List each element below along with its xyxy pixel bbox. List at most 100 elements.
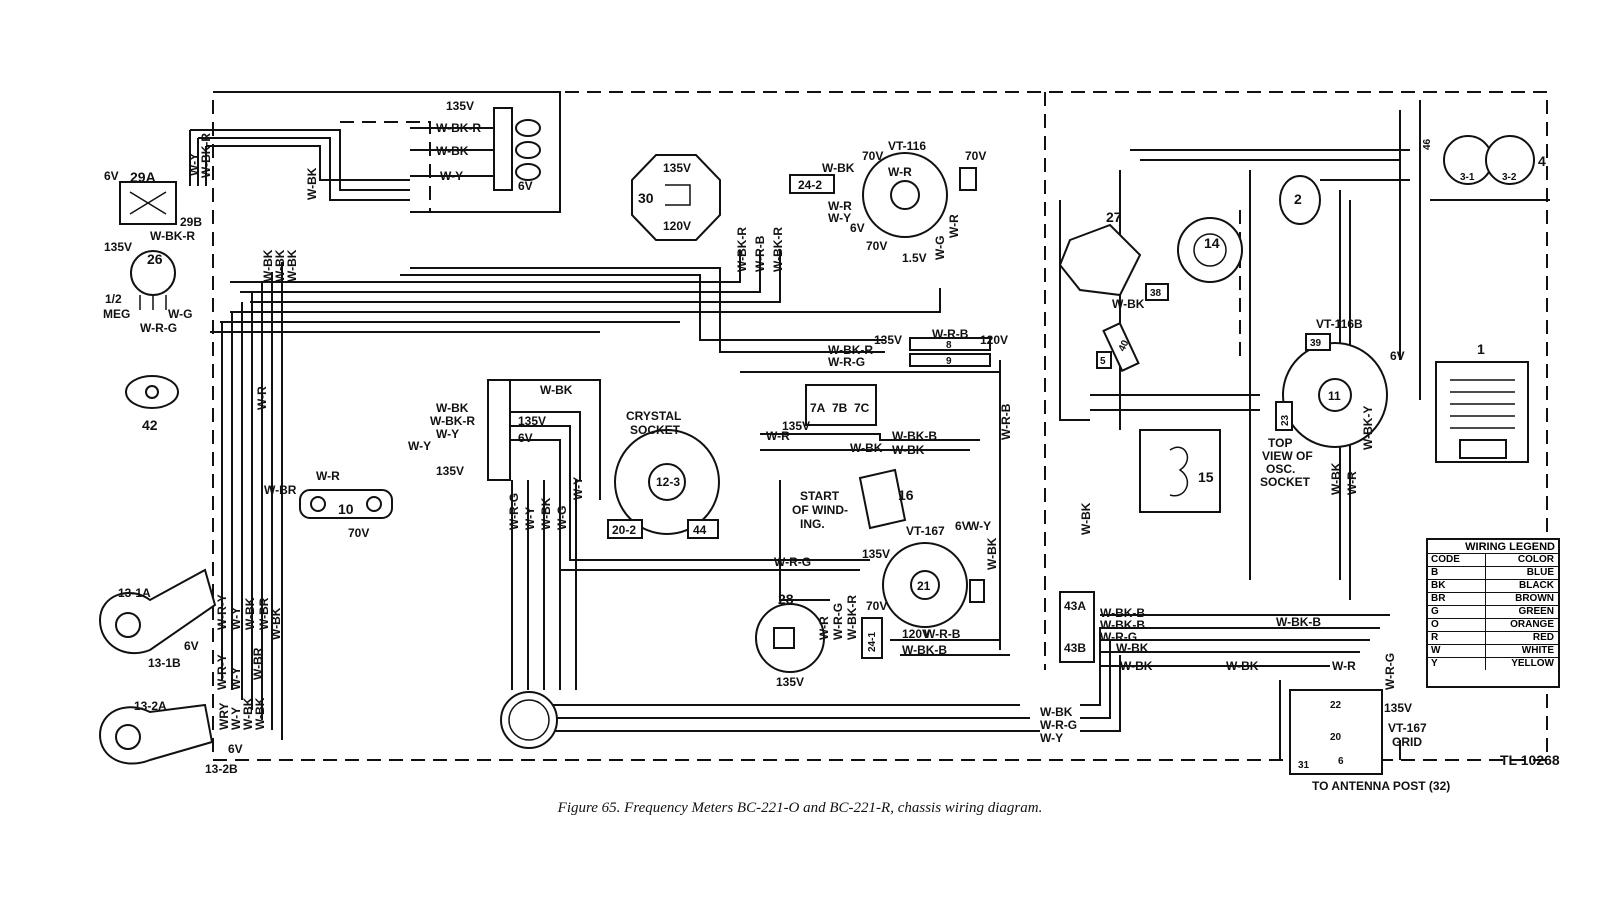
legend-color: RED — [1532, 632, 1554, 643]
component-2: 2 — [1279, 175, 1321, 225]
svg-text:ING.: ING. — [800, 517, 825, 531]
svg-text:W-Y: W-Y — [187, 153, 201, 176]
svg-text:W-R-B: W-R-B — [753, 235, 767, 272]
component-crystal-socket: 12-3 CRYSTAL SOCKET 20-2 44 — [607, 409, 720, 539]
legend-color: BLUE — [1526, 567, 1554, 578]
svg-text:7B: 7B — [832, 401, 848, 415]
svg-text:70V: 70V — [862, 149, 883, 163]
component-15-coil: 15 — [1139, 429, 1221, 513]
svg-text:24-1: 24-1 — [867, 632, 878, 652]
svg-text:W-R-G: W-R-G — [831, 603, 845, 640]
svg-text:W-R: W-R — [828, 199, 852, 213]
wiring-legend: WIRING LEGEND CODE COLOR B BLUE BK BLACK… — [1426, 538, 1560, 688]
svg-text:W-Y: W-Y — [440, 169, 463, 183]
svg-text:W-BK: W-BK — [822, 161, 855, 175]
svg-text:W-BK: W-BK — [436, 401, 469, 415]
svg-text:6V: 6V — [1390, 349, 1405, 363]
svg-text:135V: 135V — [518, 414, 546, 428]
svg-text:6V: 6V — [955, 519, 970, 533]
svg-text:120V: 120V — [980, 333, 1008, 347]
svg-text:13-2B: 13-2B — [205, 762, 238, 776]
svg-text:W-BK: W-BK — [253, 697, 267, 730]
svg-text:W-BK: W-BK — [539, 497, 553, 530]
svg-text:W-BK-R: W-BK-R — [828, 343, 873, 357]
svg-text:3-1: 3-1 — [1460, 172, 1475, 183]
component-16-start-winding: 16 START OF WIND- ING. — [792, 468, 914, 531]
svg-text:4: 4 — [1538, 153, 1546, 169]
component-13-1-switch: 13-1A 13-1B 6V — [98, 568, 217, 670]
legend-code: B — [1428, 567, 1486, 579]
svg-text:W-BK-R: W-BK-R — [436, 121, 481, 135]
svg-text:W-R: W-R — [947, 214, 961, 238]
component-28: 28 135V — [755, 591, 825, 689]
svg-text:43B: 43B — [1064, 641, 1086, 655]
component-30: 30 135V 120V — [631, 154, 721, 241]
svg-text:W-R: W-R — [255, 386, 269, 410]
component-vt116b-socket: 11 VT-116B 39 6V 23 TOP VIEW OF OSC. SOC… — [1260, 317, 1405, 489]
svg-text:W-R: W-R — [1332, 659, 1356, 673]
svg-text:1: 1 — [1477, 341, 1485, 357]
svg-text:135V: 135V — [663, 161, 691, 175]
svg-text:22: 22 — [1330, 700, 1342, 711]
svg-text:6V: 6V — [850, 221, 865, 235]
legend-code: R — [1428, 632, 1486, 644]
svg-text:W-BK: W-BK — [261, 249, 275, 282]
component-38: 38 — [1145, 283, 1169, 301]
svg-text:W-BK-Y: W-BK-Y — [1361, 406, 1375, 450]
svg-text:W-BK-R: W-BK-R — [150, 229, 195, 243]
svg-text:W-R-B: W-R-B — [999, 403, 1013, 440]
legend-code: BK — [1428, 580, 1486, 592]
svg-text:14: 14 — [1204, 235, 1220, 251]
component-3-1-3-2: 3-1 3-2 4 46 — [1422, 135, 1546, 185]
svg-text:W-Y: W-Y — [828, 211, 851, 225]
legend-header-color: COLOR — [1517, 554, 1554, 565]
svg-text:W-BK: W-BK — [241, 697, 255, 730]
svg-text:VT-167: VT-167 — [906, 524, 945, 538]
svg-text:W-BK: W-BK — [1120, 659, 1153, 673]
legend-color: BLACK — [1519, 580, 1554, 591]
legend-row: B BLUE — [1428, 567, 1558, 580]
svg-text:16: 16 — [898, 487, 914, 503]
svg-text:W-BK: W-BK — [1112, 297, 1145, 311]
svg-text:W-BK-R: W-BK-R — [771, 227, 785, 272]
legend-row: BK BLACK — [1428, 580, 1558, 593]
svg-text:W-Y: W-Y — [1040, 731, 1063, 745]
svg-text:W-BK: W-BK — [1116, 641, 1149, 655]
svg-text:5: 5 — [1100, 356, 1106, 367]
svg-text:W-R: W-R — [817, 616, 831, 640]
legend-color: BROWN — [1515, 593, 1554, 604]
svg-text:31: 31 — [1298, 760, 1310, 771]
component-8-9: 8 9 135V 120V — [874, 333, 1008, 367]
svg-text:START: START — [800, 489, 840, 503]
component-terminal-strip-top: 135V 6V — [446, 99, 541, 193]
svg-text:40: 40 — [1117, 338, 1132, 353]
svg-text:W-BK: W-BK — [436, 144, 469, 158]
component-5: 5 — [1096, 351, 1112, 369]
legend-row: Y YELLOW — [1428, 658, 1558, 670]
legend-row: O ORANGE — [1428, 619, 1558, 632]
svg-text:21: 21 — [917, 579, 931, 593]
svg-text:7A: 7A — [810, 401, 826, 415]
legend-color: YELLOW — [1511, 658, 1554, 669]
svg-text:W-R-G: W-R-G — [1040, 718, 1077, 732]
svg-text:TOP: TOP — [1268, 436, 1292, 450]
svg-text:135V: 135V — [1384, 701, 1412, 715]
svg-text:W-BK: W-BK — [985, 537, 999, 570]
tl-number: TL 10268 — [1500, 752, 1560, 768]
svg-text:26: 26 — [147, 251, 163, 267]
svg-text:W-Y: W-Y — [229, 667, 243, 690]
component-vt167-socket: 21 VT-167 6V 135V 70V 120V — [862, 519, 985, 641]
svg-text:W-R: W-R — [766, 429, 790, 443]
svg-text:6V: 6V — [228, 742, 243, 756]
svg-text:27: 27 — [1106, 209, 1122, 225]
svg-text:135V: 135V — [436, 464, 464, 478]
svg-text:44: 44 — [693, 523, 707, 537]
svg-text:W-BK-B: W-BK-B — [1276, 615, 1321, 629]
legend-color: WHITE — [1521, 645, 1554, 656]
svg-text:W-Y: W-Y — [523, 507, 537, 530]
svg-text:23: 23 — [1280, 414, 1291, 426]
svg-text:W-BK: W-BK — [850, 441, 883, 455]
svg-text:W-BK-B: W-BK-B — [902, 643, 947, 657]
svg-text:15: 15 — [1198, 469, 1214, 485]
